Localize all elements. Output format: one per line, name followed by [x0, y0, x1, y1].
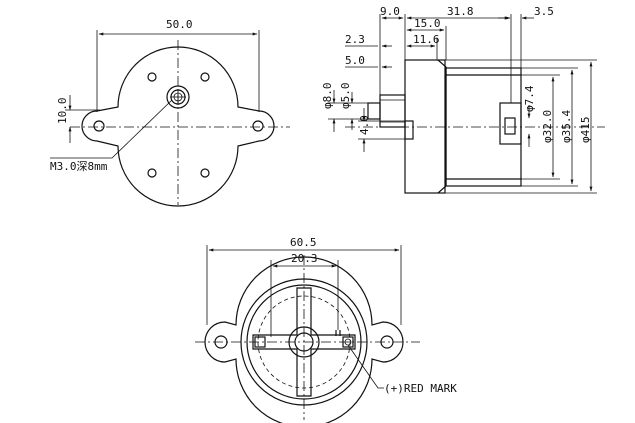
- red-mark-note: (+)RED MARK: [384, 382, 457, 395]
- thread-note: M3.0深8mm: [50, 160, 108, 173]
- dim-11-6: 11.6: [413, 33, 440, 46]
- dia-overall: φ415: [579, 117, 592, 144]
- dim-5-0: 5.0: [345, 54, 365, 67]
- dia-flange: φ35.4: [560, 110, 573, 143]
- front-width-dim: 50.0: [166, 18, 193, 31]
- dia-body: φ32.0: [541, 110, 554, 143]
- overall-width-dim: 60.5: [290, 236, 317, 249]
- front-view: 50.0 10.0 M3.0深8mm: [50, 18, 290, 207]
- side-view: 9.0 31.8 3.5 15.0 2.3 11.6 5.0 φ8.0 φ5.0: [321, 5, 605, 194]
- dim-15-0: 15.0: [414, 17, 441, 30]
- rear-view: 60.5 20.3 (+)RED MARK: [195, 236, 457, 423]
- terminal-width-dim: 20.3: [291, 252, 318, 265]
- dia-shaft-outer: φ8.0: [321, 83, 334, 110]
- ear-offset-dim: 10.0: [56, 98, 69, 125]
- dia-shaft-inner: φ5.0: [339, 83, 352, 110]
- dia-boss: φ7.4: [523, 85, 536, 112]
- dim-31-8: 31.8: [447, 5, 474, 18]
- dim-2-3: 2.3: [345, 33, 365, 46]
- dim-4-0: 4.0: [358, 115, 371, 135]
- dim-3-5: 3.5: [534, 5, 554, 18]
- dim-9-0: 9.0: [380, 5, 400, 18]
